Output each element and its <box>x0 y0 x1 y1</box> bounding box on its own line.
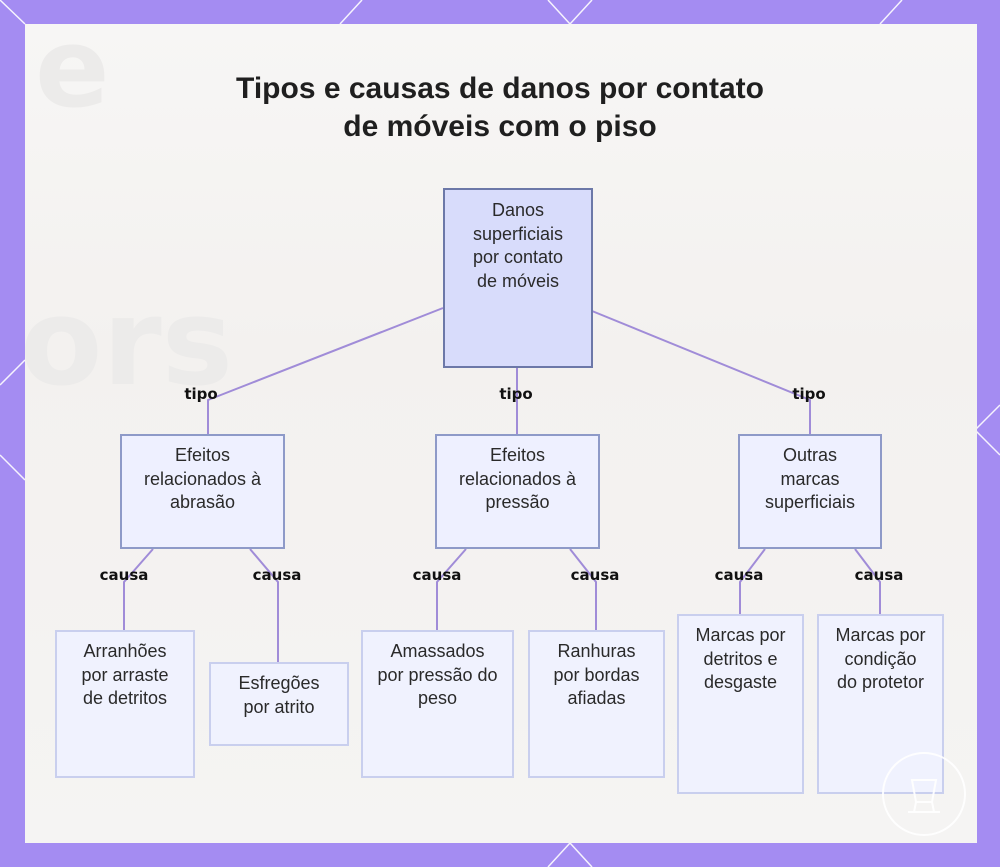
logo-icon <box>884 754 964 834</box>
node-esfregoes: Esfregões por atrito <box>209 662 349 746</box>
edge-pressao-amassados <box>437 549 466 630</box>
edge-label-causa: causa <box>253 566 302 584</box>
node-arranhoes: Arranhões por arraste de detritos <box>55 630 195 778</box>
node-efeitos-abrasao: Efeitos relacionados à abrasão <box>120 434 285 549</box>
node-ranhuras: Ranhuras por bordas afiadas <box>528 630 665 778</box>
logo-badge <box>882 752 966 836</box>
edge-label-causa: causa <box>571 566 620 584</box>
edge-label-causa: causa <box>413 566 462 584</box>
edge-label-tipo: tipo <box>499 385 532 403</box>
node-amassados: Amassados por pressão do peso <box>361 630 514 778</box>
edge-label-causa: causa <box>100 566 149 584</box>
node-efeitos-pressao: Efeitos relacionados à pressão <box>435 434 600 549</box>
edge-label-causa: causa <box>855 566 904 584</box>
edge-abrasao-arranhoes <box>124 549 153 630</box>
edge-pressao-ranhuras <box>570 549 596 630</box>
edge-root-outras <box>592 311 810 434</box>
node-marcas-detritos: Marcas por detritos e desgaste <box>677 614 804 794</box>
edge-label-tipo: tipo <box>792 385 825 403</box>
edge-label-causa: causa <box>715 566 764 584</box>
edge-root-abrasao <box>208 308 443 434</box>
edge-label-tipo: tipo <box>184 385 217 403</box>
node-outras-marcas: Outras marcas superficiais <box>738 434 882 549</box>
node-root-danos-superficiais: Danos superficiais por contato de móveis <box>443 188 593 368</box>
